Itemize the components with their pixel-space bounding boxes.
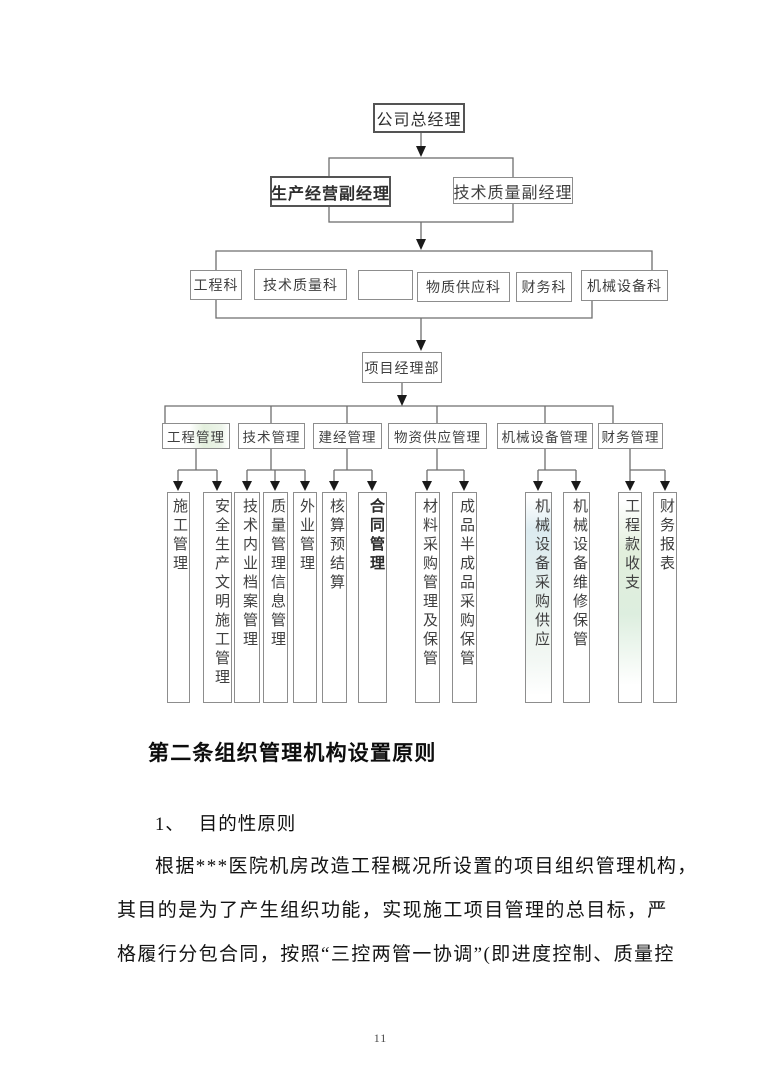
org-node-project-office: 项目经理部 (362, 352, 442, 383)
org-node-div-engineering-mgmt: 工程管理 (162, 423, 230, 449)
org-node-fn-material-purchase-storage: 材料采购管理及保管 (415, 492, 440, 703)
org-node-fn-field-work-mgmt: 外业管理 (293, 492, 317, 703)
org-node-dept-blank (358, 270, 413, 300)
org-node-ceo: 公司总经理 (373, 103, 465, 133)
paragraph-line-3: 格履行分包合同，按照“三控两管一协调”(即进度控制、质量控 (117, 944, 675, 965)
org-node-fn-project-payment: 工程款收支 (618, 492, 642, 703)
org-node-fn-safety-civilized-construction: 安全生产文明施工管理 (203, 492, 232, 703)
org-node-fn-quality-info-mgmt: 质量管理信息管理 (263, 492, 288, 703)
org-node-fn-equipment-maintenance-storage: 机械设备维修保管 (563, 492, 590, 703)
org-node-fn-accounting-settlement: 核算预结算 (322, 492, 347, 703)
org-node-fn-financial-statement: 财务报表 (653, 492, 677, 703)
paragraph-line-1: 根据***医院机房改造工程概况所设置的项目组织管理机构， (155, 856, 698, 877)
org-node-fn-contract-mgmt: 合同管理 (358, 492, 387, 703)
org-node-fn-equipment-purchase-supply: 机械设备采购供应 (525, 492, 552, 703)
org-node-div-technical-mgmt: 技术管理 (238, 423, 305, 449)
org-node-fn-construction-mgmt: 施工管理 (167, 492, 190, 703)
org-node-dept-finance: 财务科 (516, 272, 572, 302)
list-item-1: 1、目的性原则 (155, 810, 296, 836)
list-item-number: 1、 (155, 815, 185, 835)
org-chart-connectors (164, 133, 670, 491)
page-number: 11 (373, 1031, 388, 1045)
section-heading: 第二条组织管理机构设置原则 (148, 741, 437, 765)
org-node-div-material-supply-mgmt: 物资供应管理 (388, 423, 487, 449)
list-item-title: 目的性原则 (198, 815, 297, 835)
org-node-deputy-tech-quality: 技术质量副经理 (453, 177, 573, 204)
org-node-dept-material-supply: 物质供应科 (417, 272, 510, 302)
org-node-fn-finished-goods-purchase-storage: 成品半成品采购保管 (452, 492, 477, 703)
paragraph-line-2: 其目的是为了产生组织功能，实现施工项目管理的总目标，严 (117, 900, 668, 921)
org-node-dept-machinery: 机械设备科 (581, 270, 668, 301)
org-node-div-construction-economy-mgmt: 建经管理 (313, 423, 382, 449)
org-node-div-finance-mgmt: 财务管理 (598, 423, 663, 449)
org-node-dept-engineering: 工程科 (190, 270, 242, 300)
org-node-dept-tech-quality: 技术质量科 (254, 269, 347, 300)
org-node-fn-technical-archive-mgmt: 技术内业档案管理 (234, 492, 260, 703)
org-node-deputy-production: 生产经营副经理 (270, 176, 391, 207)
org-node-div-machinery-mgmt: 机械设备管理 (497, 423, 593, 449)
